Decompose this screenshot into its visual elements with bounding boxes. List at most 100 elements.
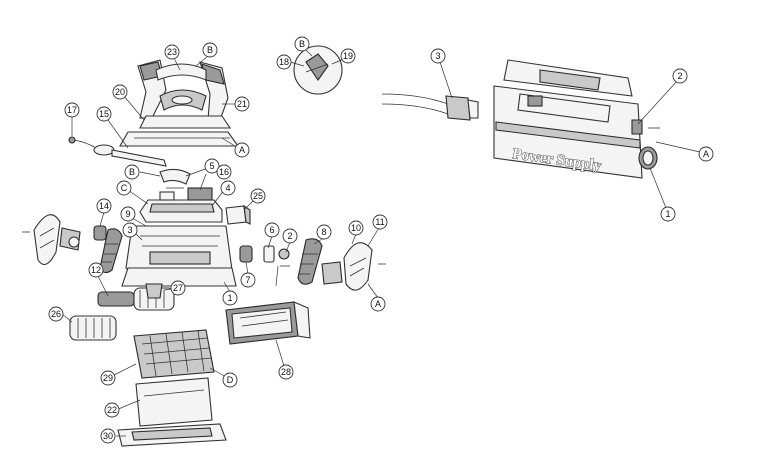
right-side-plate — [321, 242, 386, 291]
callout-25: 25 — [250, 188, 266, 204]
callout-18: 18 — [276, 54, 292, 70]
gear-parts — [239, 245, 290, 267]
svg-text:21: 21 — [237, 99, 247, 109]
power-cable — [381, 93, 479, 121]
svg-text:1: 1 — [227, 293, 232, 303]
svg-text:6: 6 — [269, 225, 274, 235]
callout-A-top: A — [234, 142, 250, 158]
svg-text:4: 4 — [225, 183, 230, 193]
brush-26 — [69, 315, 117, 341]
svg-text:18: 18 — [279, 57, 289, 67]
callout-10: 10 — [348, 220, 364, 236]
callout-28: 28 — [278, 364, 294, 380]
top-cover — [119, 131, 240, 147]
right-track — [297, 238, 323, 285]
svg-text:C: C — [121, 183, 128, 193]
svg-text:20: 20 — [115, 87, 125, 97]
svg-text:A: A — [703, 149, 709, 159]
callout-23: 23 — [164, 44, 180, 60]
callout-3: 3 — [122, 222, 138, 238]
part-25-block — [225, 204, 251, 225]
svg-text:28: 28 — [281, 367, 291, 377]
svg-text:3: 3 — [435, 51, 440, 61]
bottom-tray — [117, 423, 227, 447]
svg-text:22: 22 — [107, 405, 117, 415]
svg-text:19: 19 — [343, 51, 353, 61]
callout-2: 2 — [282, 228, 298, 244]
clip-part — [159, 168, 191, 189]
svg-text:5: 5 — [209, 161, 214, 171]
callout-5: 5 — [204, 158, 220, 174]
callout-30: 30 — [100, 428, 116, 444]
roller-brush — [97, 287, 175, 311]
callout-26: 26 — [48, 306, 64, 322]
svg-text:A: A — [239, 145, 245, 155]
svg-text:27: 27 — [173, 283, 183, 293]
callout-6: 6 — [264, 222, 280, 238]
svg-text:B: B — [207, 45, 213, 55]
svg-text:10: 10 — [351, 223, 361, 233]
callout-ps-1: 1 — [660, 206, 676, 222]
svg-text:11: 11 — [375, 217, 384, 227]
svg-text:16: 16 — [219, 167, 229, 177]
svg-text:1: 1 — [665, 209, 670, 219]
svg-text:7: 7 — [245, 275, 250, 285]
callout-ps-A: A — [698, 146, 714, 162]
callout-B-inset: B — [294, 36, 310, 52]
power-supply-unit: Power Supply — [493, 59, 643, 179]
callout-D: D — [222, 372, 238, 388]
handle-assembly — [137, 59, 232, 129]
callout-B-top: B — [202, 42, 218, 58]
svg-text:A: A — [375, 299, 381, 309]
callout-B-mid: B — [124, 164, 140, 180]
callout-labels: 23 B 20 21 17 15 A B 5 16 C 4 25 14 9 3 … — [48, 36, 714, 444]
left-small-parts — [68, 225, 107, 248]
robot-chassis — [121, 225, 237, 287]
svg-text:14: 14 — [99, 201, 109, 211]
callout-22: 22 — [104, 402, 120, 418]
svg-text:17: 17 — [67, 105, 77, 115]
swivel-cable — [68, 136, 167, 167]
callout-14: 14 — [96, 198, 112, 214]
motor-unit — [139, 187, 223, 223]
callout-7: 7 — [240, 272, 256, 288]
svg-text:23: 23 — [167, 47, 177, 57]
svg-text:15: 15 — [99, 109, 109, 119]
svg-text:26: 26 — [51, 309, 61, 319]
svg-text:D: D — [227, 375, 234, 385]
callout-A-right: A — [370, 296, 386, 312]
callout-C: C — [116, 180, 132, 196]
callout-15: 15 — [96, 106, 112, 122]
filter-basket — [133, 329, 215, 379]
callout-11: 11 — [372, 214, 388, 230]
callout-17: 17 — [64, 102, 80, 118]
callout-20: 20 — [112, 84, 128, 100]
callout-27: 27 — [170, 280, 186, 296]
svg-text:12: 12 — [91, 265, 101, 275]
callout-8: 8 — [316, 224, 332, 240]
svg-text:3: 3 — [127, 225, 132, 235]
svg-text:30: 30 — [103, 431, 113, 441]
callout-1-robot: 1 — [222, 290, 238, 306]
svg-text:8: 8 — [321, 227, 326, 237]
ps-arrows — [648, 127, 701, 153]
svg-text:9: 9 — [125, 209, 130, 219]
svg-text:B: B — [299, 39, 305, 49]
callout-9: 9 — [120, 206, 136, 222]
svg-text:25: 25 — [253, 191, 263, 201]
filter-cartridge — [225, 301, 311, 345]
filter-frame — [135, 377, 213, 427]
callout-12: 12 — [88, 262, 104, 278]
detail-inset — [293, 45, 343, 95]
callout-16: 16 — [216, 164, 232, 180]
callout-ps-3: 3 — [430, 48, 446, 64]
callout-29: 29 — [100, 370, 116, 386]
callout-ps-2: 2 — [672, 68, 688, 84]
svg-text:2: 2 — [287, 231, 292, 241]
callout-4: 4 — [220, 180, 236, 196]
part-27 — [145, 283, 163, 299]
callout-21: 21 — [234, 96, 250, 112]
ps-connector-cap — [638, 146, 658, 170]
